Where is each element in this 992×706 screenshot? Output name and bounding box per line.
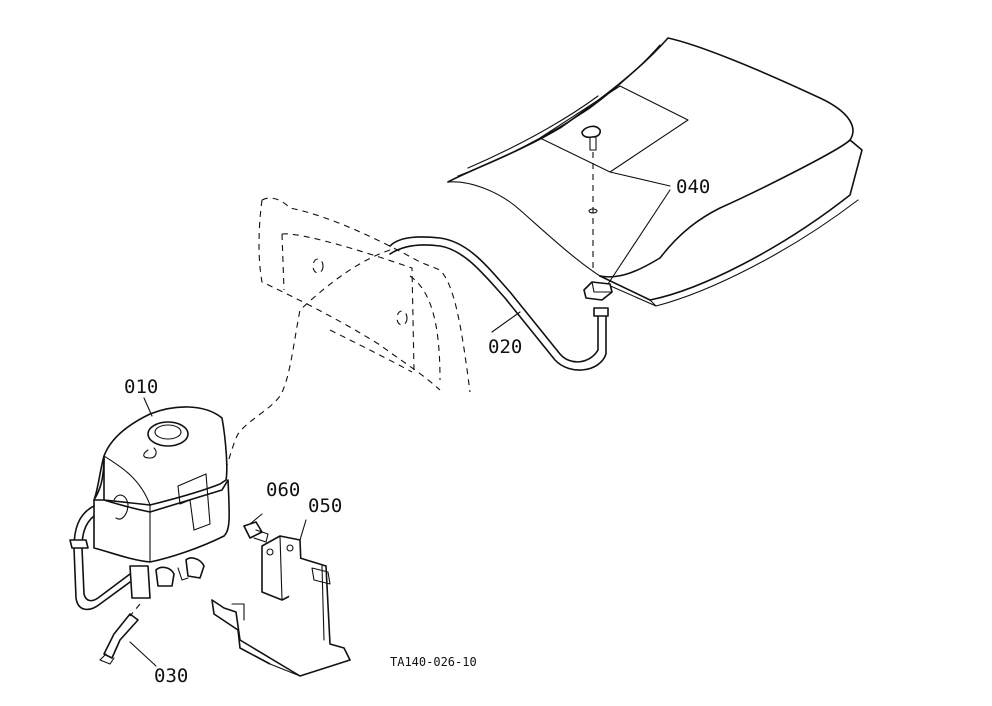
bolt-060 [243, 521, 269, 543]
overflow-hose [219, 236, 609, 479]
label-030: 030 [154, 665, 188, 687]
radiator-frame [258, 197, 471, 393]
hood-bolt [581, 125, 601, 270]
label-010: 010 [124, 376, 158, 398]
label-040: 040 [676, 176, 710, 198]
drawing-code: TA140-026-10 [390, 655, 477, 669]
label-050: 050 [308, 495, 342, 517]
reserve-tank [93, 406, 230, 599]
bracket-050 [211, 535, 351, 677]
hood-clip [583, 281, 613, 301]
hood [447, 37, 863, 307]
bolt-030 [99, 603, 141, 665]
label-020: 020 [488, 336, 522, 358]
tank-drain-hose [69, 505, 131, 611]
label-060: 060 [266, 479, 300, 501]
